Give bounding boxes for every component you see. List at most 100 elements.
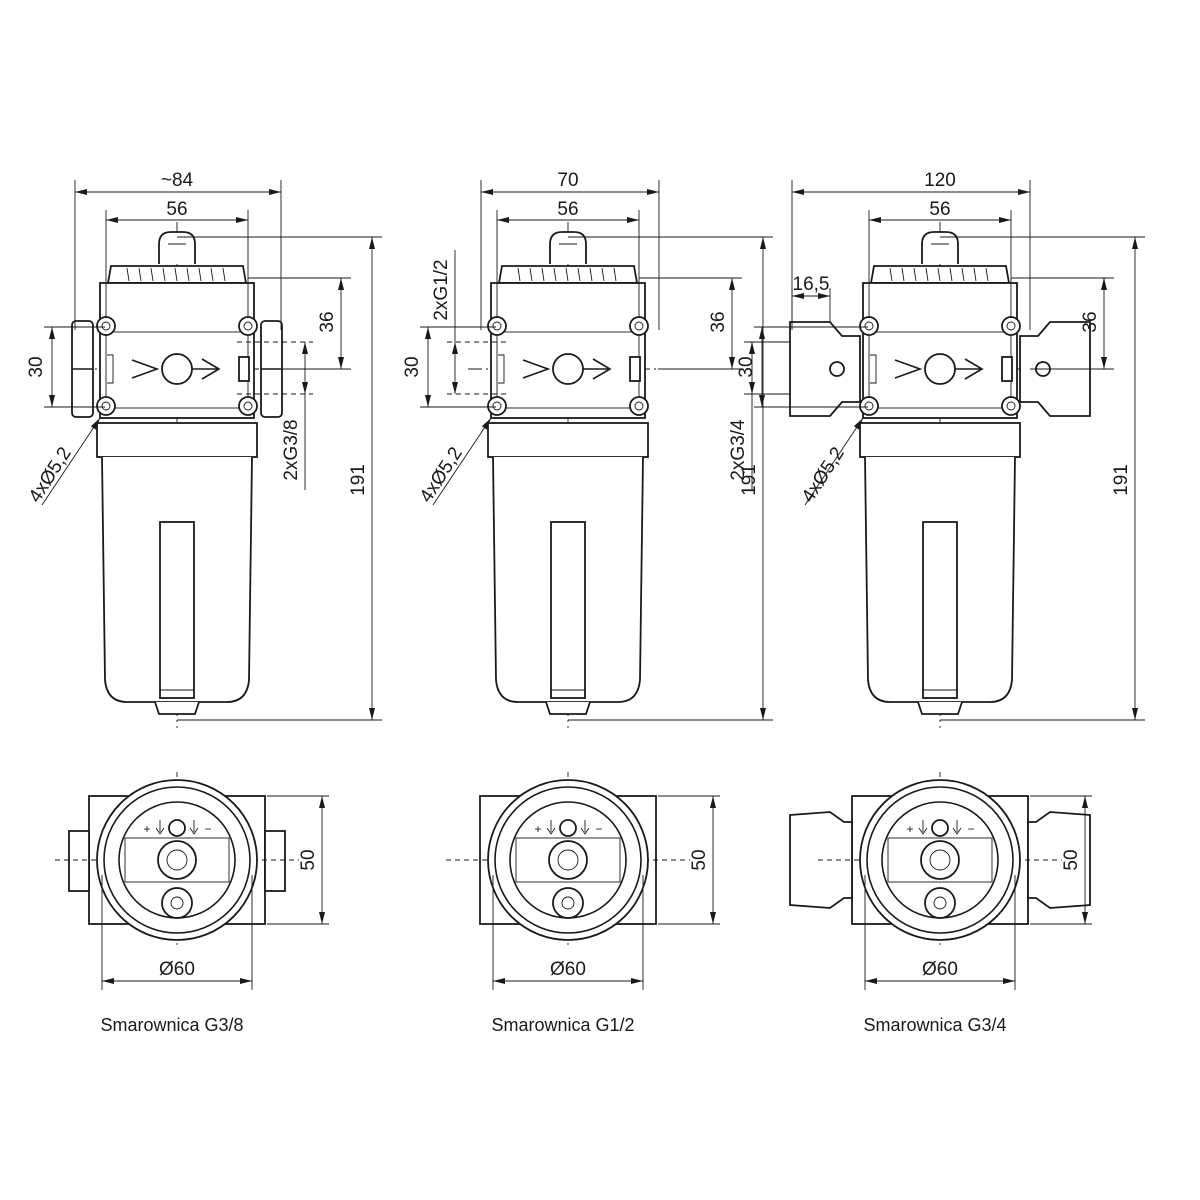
mounting-hole — [96, 316, 116, 336]
arrow-down-icon — [580, 820, 590, 835]
holes-leader — [41, 417, 101, 506]
depth-label: 50 — [689, 849, 710, 870]
port-bracket — [498, 354, 505, 384]
overall-width-label: 70 — [557, 170, 578, 191]
bowl-crossbar — [124, 837, 230, 883]
overall-width-label: 120 — [924, 170, 956, 191]
bowl-ring — [866, 786, 1014, 934]
mounting-hole — [487, 396, 507, 416]
height-label: 191 — [348, 464, 369, 496]
plus-marking: + — [143, 822, 150, 836]
flange-label: 30 — [26, 356, 47, 377]
depth-label: 50 — [1061, 849, 1082, 870]
cap-rib — [889, 267, 893, 282]
flow-arrow-icon — [522, 358, 612, 380]
cap-rib — [174, 267, 178, 282]
lubricator-view-2: 705619136302xG1/24xØ5,2+−50Ø60Smarownica… — [402, 170, 773, 1035]
cap-rib — [517, 267, 521, 282]
bowl-diameter-label: Ø60 — [922, 959, 958, 980]
sight-glass — [159, 521, 195, 699]
bowl-ring — [103, 786, 251, 934]
mounting-hole — [96, 396, 116, 416]
fill-plug-knob — [921, 231, 959, 264]
outlet-plug — [629, 356, 641, 382]
arrow-down-icon — [546, 820, 556, 835]
cap-rib — [541, 267, 545, 282]
mounting-hole-inner — [1006, 321, 1016, 331]
port-bracket — [870, 354, 877, 384]
mounting-hole-inner — [101, 321, 111, 331]
plus-marking: + — [534, 822, 541, 836]
flow-arrow-icon — [131, 358, 221, 380]
mounting-hole — [859, 396, 879, 416]
bowl-collar — [487, 422, 649, 458]
head-width-label: 56 — [929, 199, 950, 220]
fill-plug-knob — [158, 231, 196, 264]
mounting-hole — [487, 316, 507, 336]
cap-rib — [577, 267, 581, 282]
cap-rib — [973, 267, 977, 282]
flow-arrow-icon — [894, 358, 984, 380]
view-title: Smarownica G3/4 — [863, 1015, 1006, 1035]
drain-valve — [161, 887, 193, 919]
drain-nub — [154, 701, 200, 715]
hex-nut-bottom — [68, 830, 90, 892]
fitting-screw — [829, 361, 845, 377]
center-boss — [920, 840, 960, 880]
adjustment-screw — [168, 819, 186, 837]
holes-leader — [804, 417, 864, 506]
center-boss — [157, 840, 197, 880]
cap-rib — [985, 267, 989, 282]
mounting-hole-inner — [864, 321, 874, 331]
flange-label: 30 — [736, 356, 757, 377]
holes-label: 4xØ5,2 — [25, 444, 76, 507]
cap-rib — [949, 267, 953, 282]
mounting-hole — [238, 396, 258, 416]
mounting-hole-inner — [1006, 401, 1016, 411]
arrow-down-icon — [952, 820, 962, 835]
sight-glass — [922, 521, 958, 699]
holes-leader — [432, 417, 492, 506]
mounting-hole — [238, 316, 258, 336]
port-height-label: 36 — [708, 311, 729, 332]
hex-nut-bottom — [264, 830, 286, 892]
drain-nub — [917, 701, 963, 715]
cap-rib — [961, 267, 965, 282]
adjustment-screw — [559, 819, 577, 837]
cap-rib — [553, 267, 557, 282]
port-bracket — [107, 354, 114, 384]
cap-rib — [126, 267, 130, 282]
bowl-diameter-label: Ø60 — [550, 959, 586, 980]
cap-rib — [601, 267, 605, 282]
center-bore — [166, 849, 188, 871]
pipe-fitting-bottom — [1027, 811, 1091, 909]
cap-rib — [937, 267, 941, 282]
drain-valve-hex — [170, 896, 184, 910]
thread-label: 2xG3/8 — [281, 419, 302, 480]
plus-marking: + — [906, 822, 913, 836]
cap-rib — [138, 267, 142, 282]
mounting-hole-inner — [634, 401, 644, 411]
sight-dome — [552, 353, 584, 385]
view-title: Smarownica G1/2 — [491, 1015, 634, 1035]
center-boss — [548, 840, 588, 880]
mounting-hole — [1001, 316, 1021, 336]
sight-glass — [550, 521, 586, 699]
drain-nub — [545, 701, 591, 715]
sight-dome — [924, 353, 956, 385]
height-label: 191 — [1111, 464, 1132, 496]
port-height-label: 36 — [1080, 311, 1101, 332]
bowl-crossbar — [887, 837, 993, 883]
depth-label: 50 — [298, 849, 319, 870]
minus-marking: − — [595, 822, 602, 836]
center-bore — [929, 849, 951, 871]
offset-label: 16,5 — [793, 274, 830, 295]
pipe-fitting-left — [789, 321, 861, 417]
holes-label: 4xØ5,2 — [798, 444, 849, 507]
